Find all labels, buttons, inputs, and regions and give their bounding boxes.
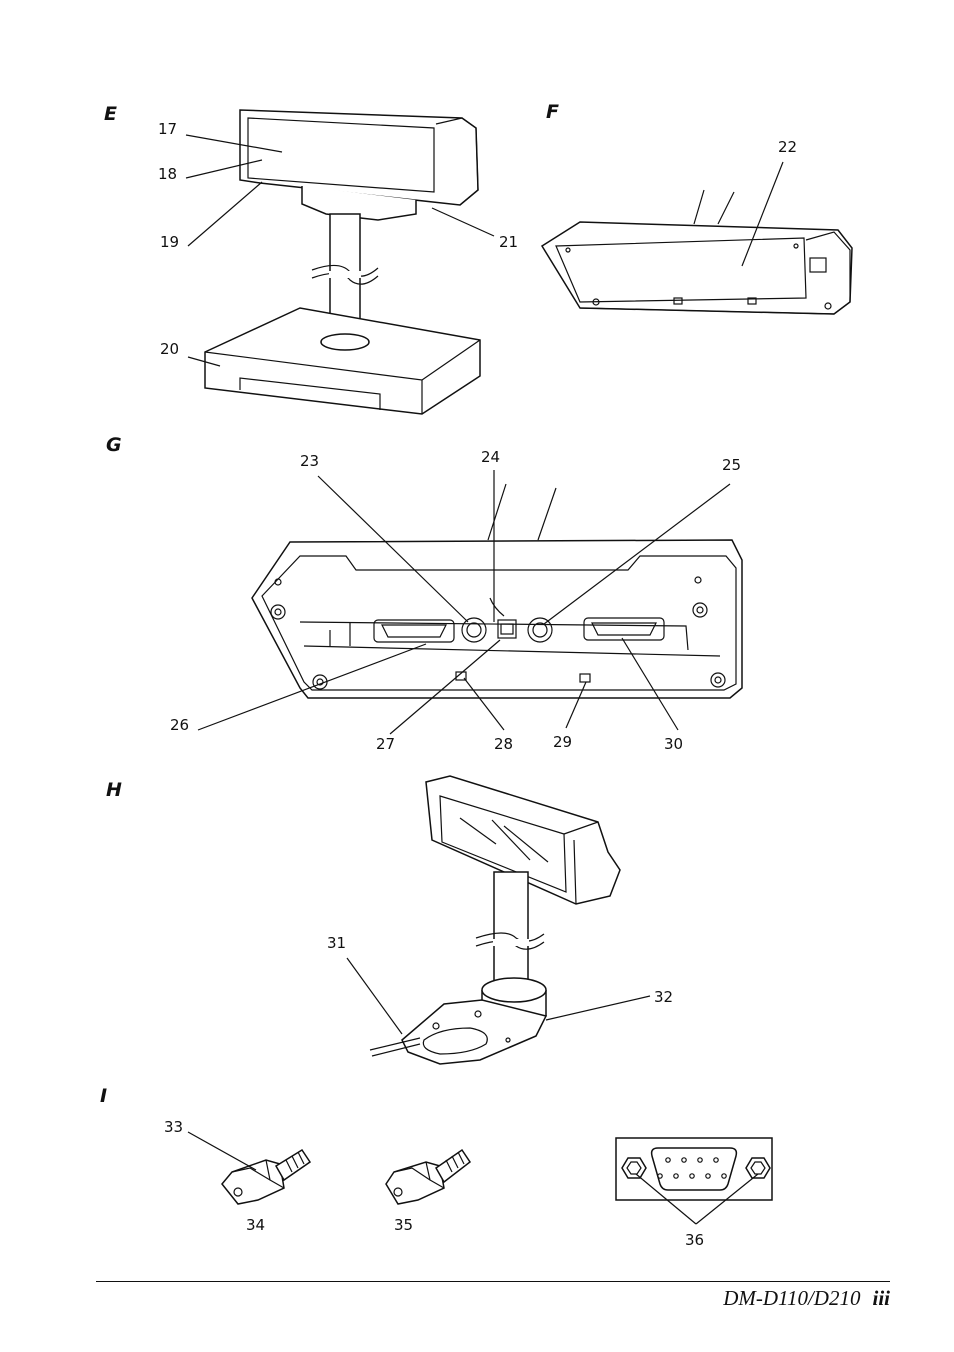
section-f-label: F [546, 101, 559, 123]
section-e-drawing: E 17 18 19 21 20 [104, 103, 518, 415]
hex-standoff-35 [385, 1148, 472, 1205]
callout-35: 35 [394, 1216, 413, 1234]
section-i-drawing: I [100, 1085, 773, 1249]
section-g-label: G [106, 434, 122, 456]
section-i-label: I [100, 1085, 107, 1107]
callout-17: 17 [158, 120, 177, 138]
section-h-drawing: H 31 32 [106, 775, 673, 1065]
footer-page-number: iii [872, 1286, 890, 1310]
callout-20: 20 [160, 340, 179, 358]
section-e-label: E [104, 103, 117, 125]
page-footer: DM-D110/D210 iii [723, 1286, 890, 1311]
footer-rule [96, 1281, 890, 1282]
callout-19: 19 [160, 233, 179, 251]
db9-connector [615, 1137, 773, 1201]
section-h-label: H [106, 779, 122, 801]
callout-27: 27 [376, 735, 395, 753]
callout-18: 18 [158, 165, 177, 183]
section-g-drawing: G [106, 434, 743, 753]
callout-29: 29 [553, 733, 572, 751]
callout-25: 25 [722, 456, 741, 474]
callout-26: 26 [170, 716, 189, 734]
callout-36: 36 [685, 1231, 704, 1249]
hex-standoff-34 [221, 1148, 312, 1205]
callout-30: 30 [664, 735, 683, 753]
callout-24: 24 [481, 448, 500, 466]
callout-28: 28 [494, 735, 513, 753]
footer-model: DM-D110/D210 [723, 1286, 861, 1310]
callout-22: 22 [778, 138, 797, 156]
callout-34: 34 [246, 1216, 265, 1234]
callout-21: 21 [499, 233, 518, 251]
callout-32: 32 [654, 988, 673, 1006]
callout-33: 33 [164, 1118, 183, 1136]
callout-23: 23 [300, 452, 319, 470]
section-f-drawing: F 22 [540, 101, 853, 315]
callout-31: 31 [327, 934, 346, 952]
